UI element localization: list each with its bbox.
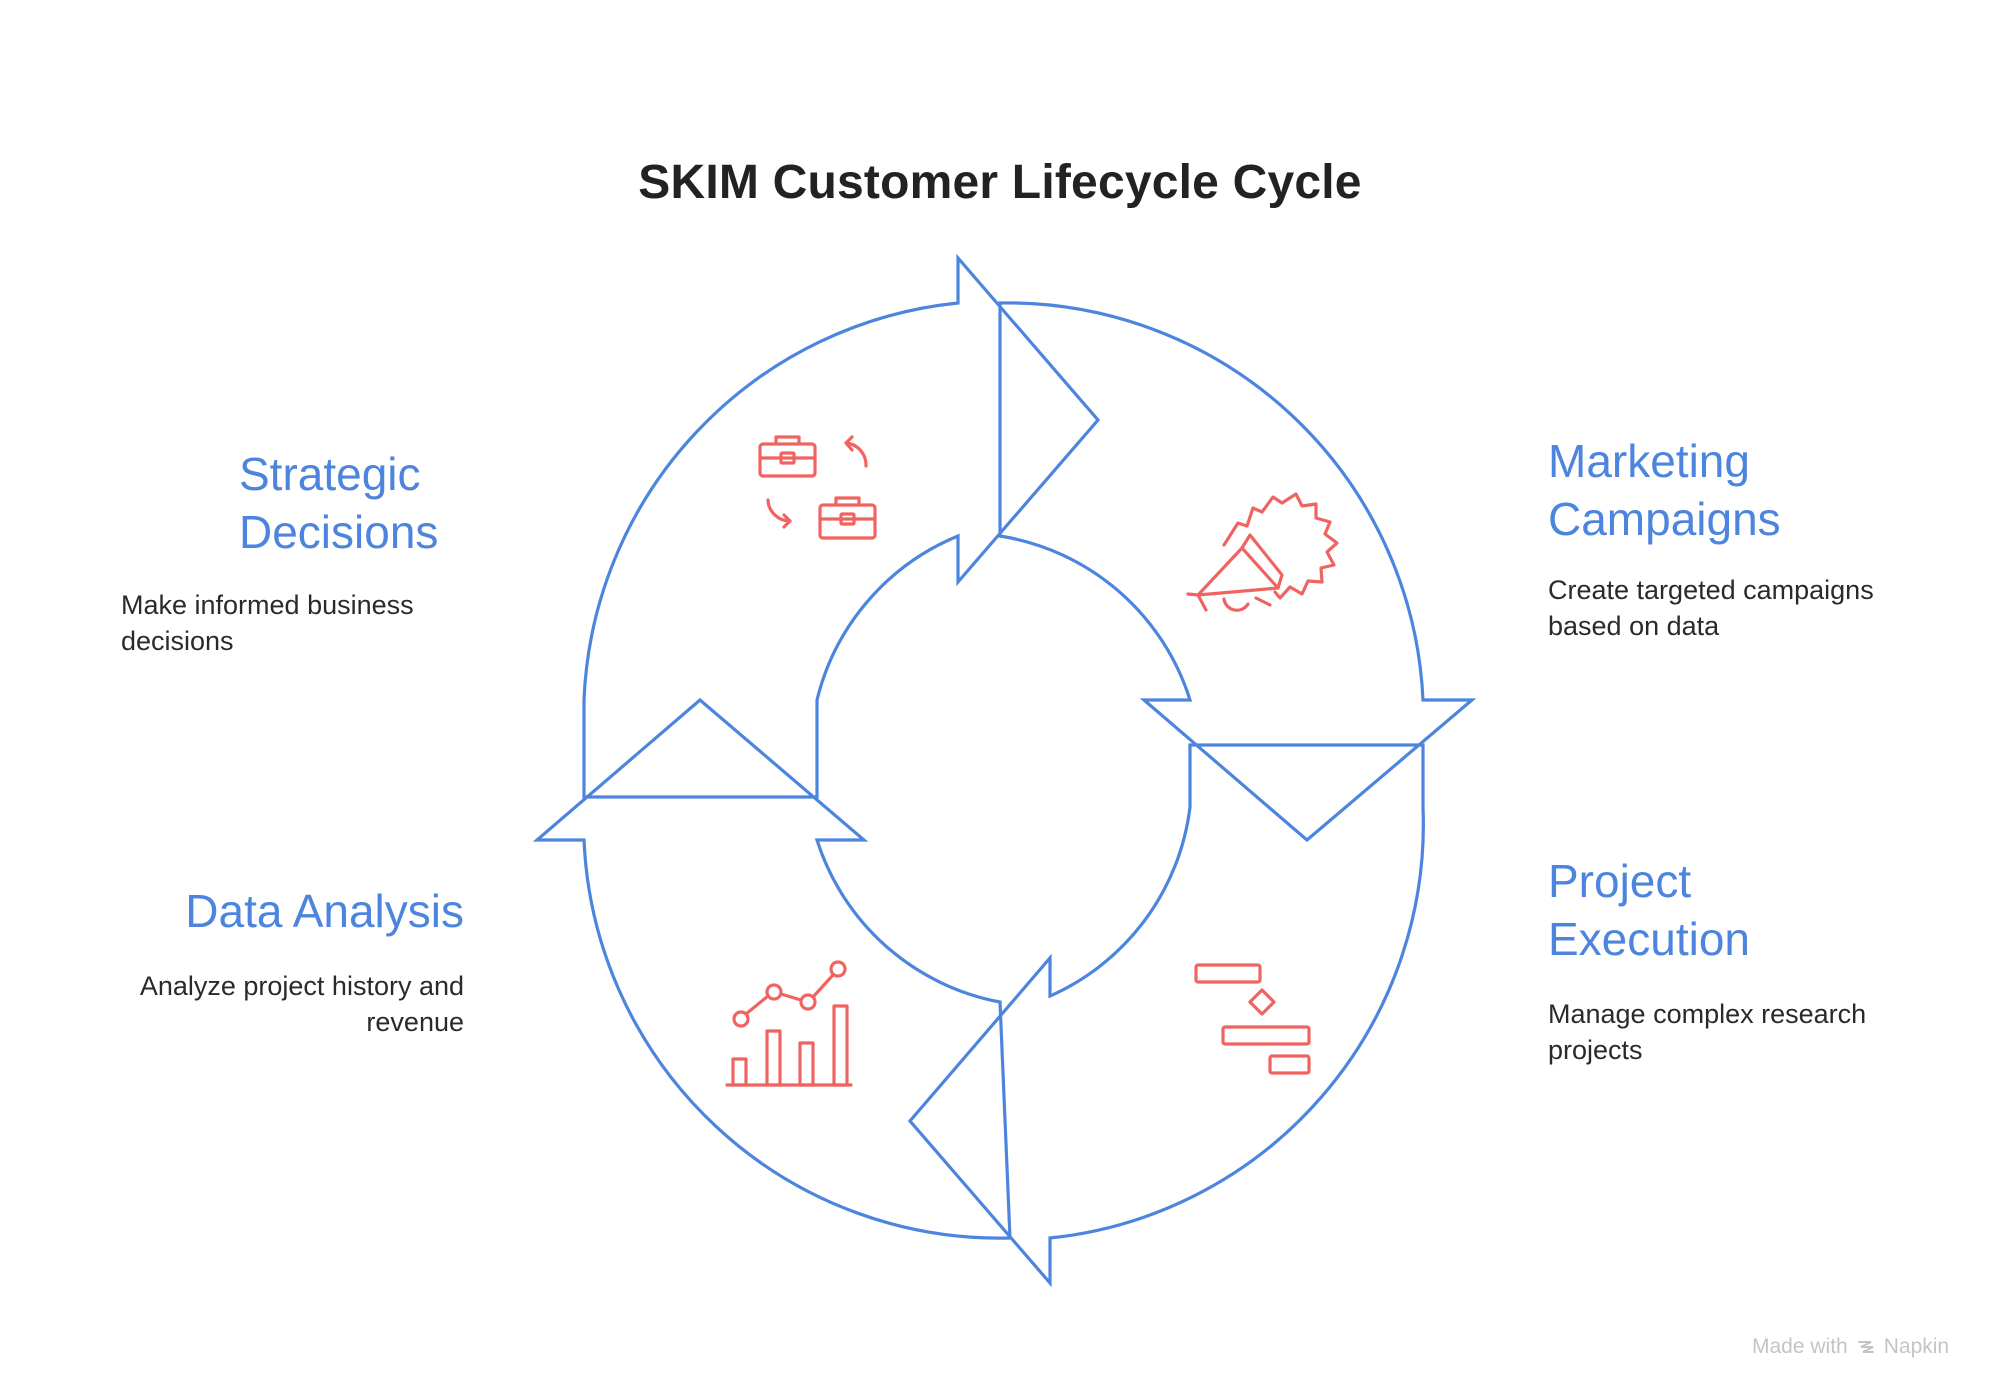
gantt-chart-icon	[1194, 963, 1311, 1075]
stage-description: Create targeted campaigns based on data	[1548, 572, 1968, 644]
stage-heading-line: Project	[1548, 855, 1692, 907]
stage-description-line: Analyze project history and	[139, 971, 464, 1001]
cycle-arrow-right	[998, 301, 1477, 843]
cycle-arrow-top	[582, 253, 1101, 799]
stage-heading: Strategic Decisions	[121, 445, 451, 561]
stage-heading-line: Strategic	[239, 448, 421, 500]
stage-heading-line: Decisions	[239, 506, 439, 558]
cycle-arrow-bottom	[907, 743, 1425, 1288]
watermark-brand: Napkin	[1883, 1335, 1950, 1358]
stage-description-line: revenue	[366, 1007, 464, 1037]
bar-line-chart-icon	[725, 960, 853, 1087]
stage-heading: Data Analysis	[100, 882, 464, 940]
page-title: SKIM Customer Lifecycle Cycle	[638, 156, 1362, 209]
stage-description: Make informed business decisions	[121, 587, 451, 659]
stage-heading: Project Execution	[1548, 852, 1968, 968]
stage-data-analysis: Data Analysis Analyze project history an…	[100, 882, 464, 1040]
stage-heading-line: Marketing	[1548, 435, 1750, 487]
stage-marketing-campaigns: Marketing Campaigns Create targeted camp…	[1548, 432, 1968, 644]
stage-heading-line: Campaigns	[1548, 493, 1781, 545]
stage-description-line: Make informed business	[121, 590, 414, 620]
stage-description-line: projects	[1548, 1035, 1643, 1065]
stage-heading-line: Data Analysis	[185, 885, 464, 937]
stage-project-execution: Project Execution Manage complex researc…	[1548, 852, 1968, 1068]
stage-heading: Marketing Campaigns	[1548, 432, 1968, 548]
cycle-arrow-left	[532, 697, 1012, 1240]
napkin-logo-icon	[1857, 1341, 1874, 1353]
stage-description: Manage complex research projects	[1548, 996, 1968, 1068]
stage-description-line: decisions	[121, 626, 234, 656]
stage-description-line: based on data	[1548, 611, 1720, 641]
stage-description: Analyze project history and revenue	[100, 968, 464, 1040]
stage-description-line: Create targeted campaigns	[1548, 575, 1874, 605]
stage-strategic-decisions: Strategic Decisions Make informed busine…	[121, 445, 451, 659]
watermark-prefix: Made with	[1752, 1335, 1848, 1358]
stage-description-line: Manage complex research	[1548, 999, 1867, 1029]
stage-heading-line: Execution	[1548, 913, 1751, 965]
watermark[interactable]: Made with Napkin	[1752, 1335, 1949, 1359]
megaphone-icon	[1186, 492, 1339, 612]
briefcase-exchange-icon	[758, 435, 877, 540]
